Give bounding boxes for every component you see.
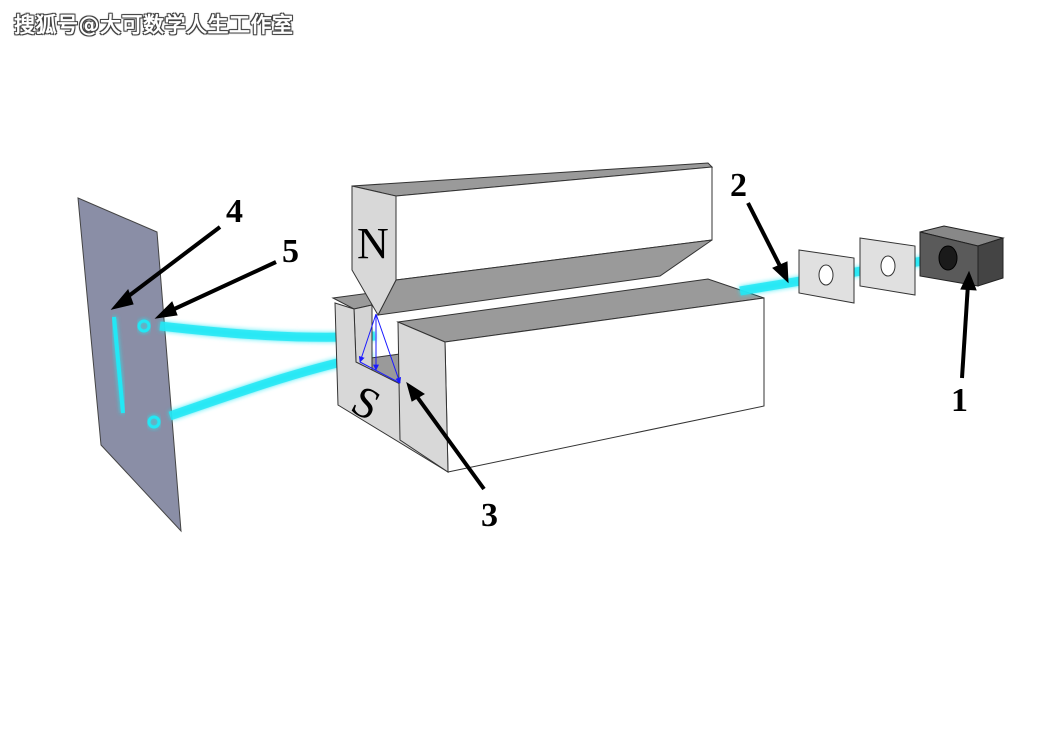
electron-gun-icon — [919, 225, 1005, 287]
callout-2: 2 — [730, 167, 747, 204]
lower-spot — [147, 415, 161, 429]
classical-line-deposit — [112, 316, 125, 414]
callout-arrows — [110, 202, 977, 491]
detector-screen-icon — [77, 197, 182, 533]
detector-screen — [77, 197, 182, 533]
upper-spot — [137, 319, 151, 333]
n-magnet: N — [351, 162, 714, 317]
callout-1: 1 — [951, 382, 968, 419]
field-arrows — [358, 313, 402, 384]
callout-labels: 1 2 3 4 5 — [226, 167, 968, 534]
callout-4: 4 — [226, 193, 243, 230]
north-pole-label: N — [357, 219, 389, 268]
watermark: 搜狐号@大可数学人生工作室 — [14, 13, 294, 37]
callout-3: 3 — [481, 497, 498, 534]
slit-plate-icon — [798, 237, 916, 304]
callout-5: 5 — [282, 233, 299, 270]
